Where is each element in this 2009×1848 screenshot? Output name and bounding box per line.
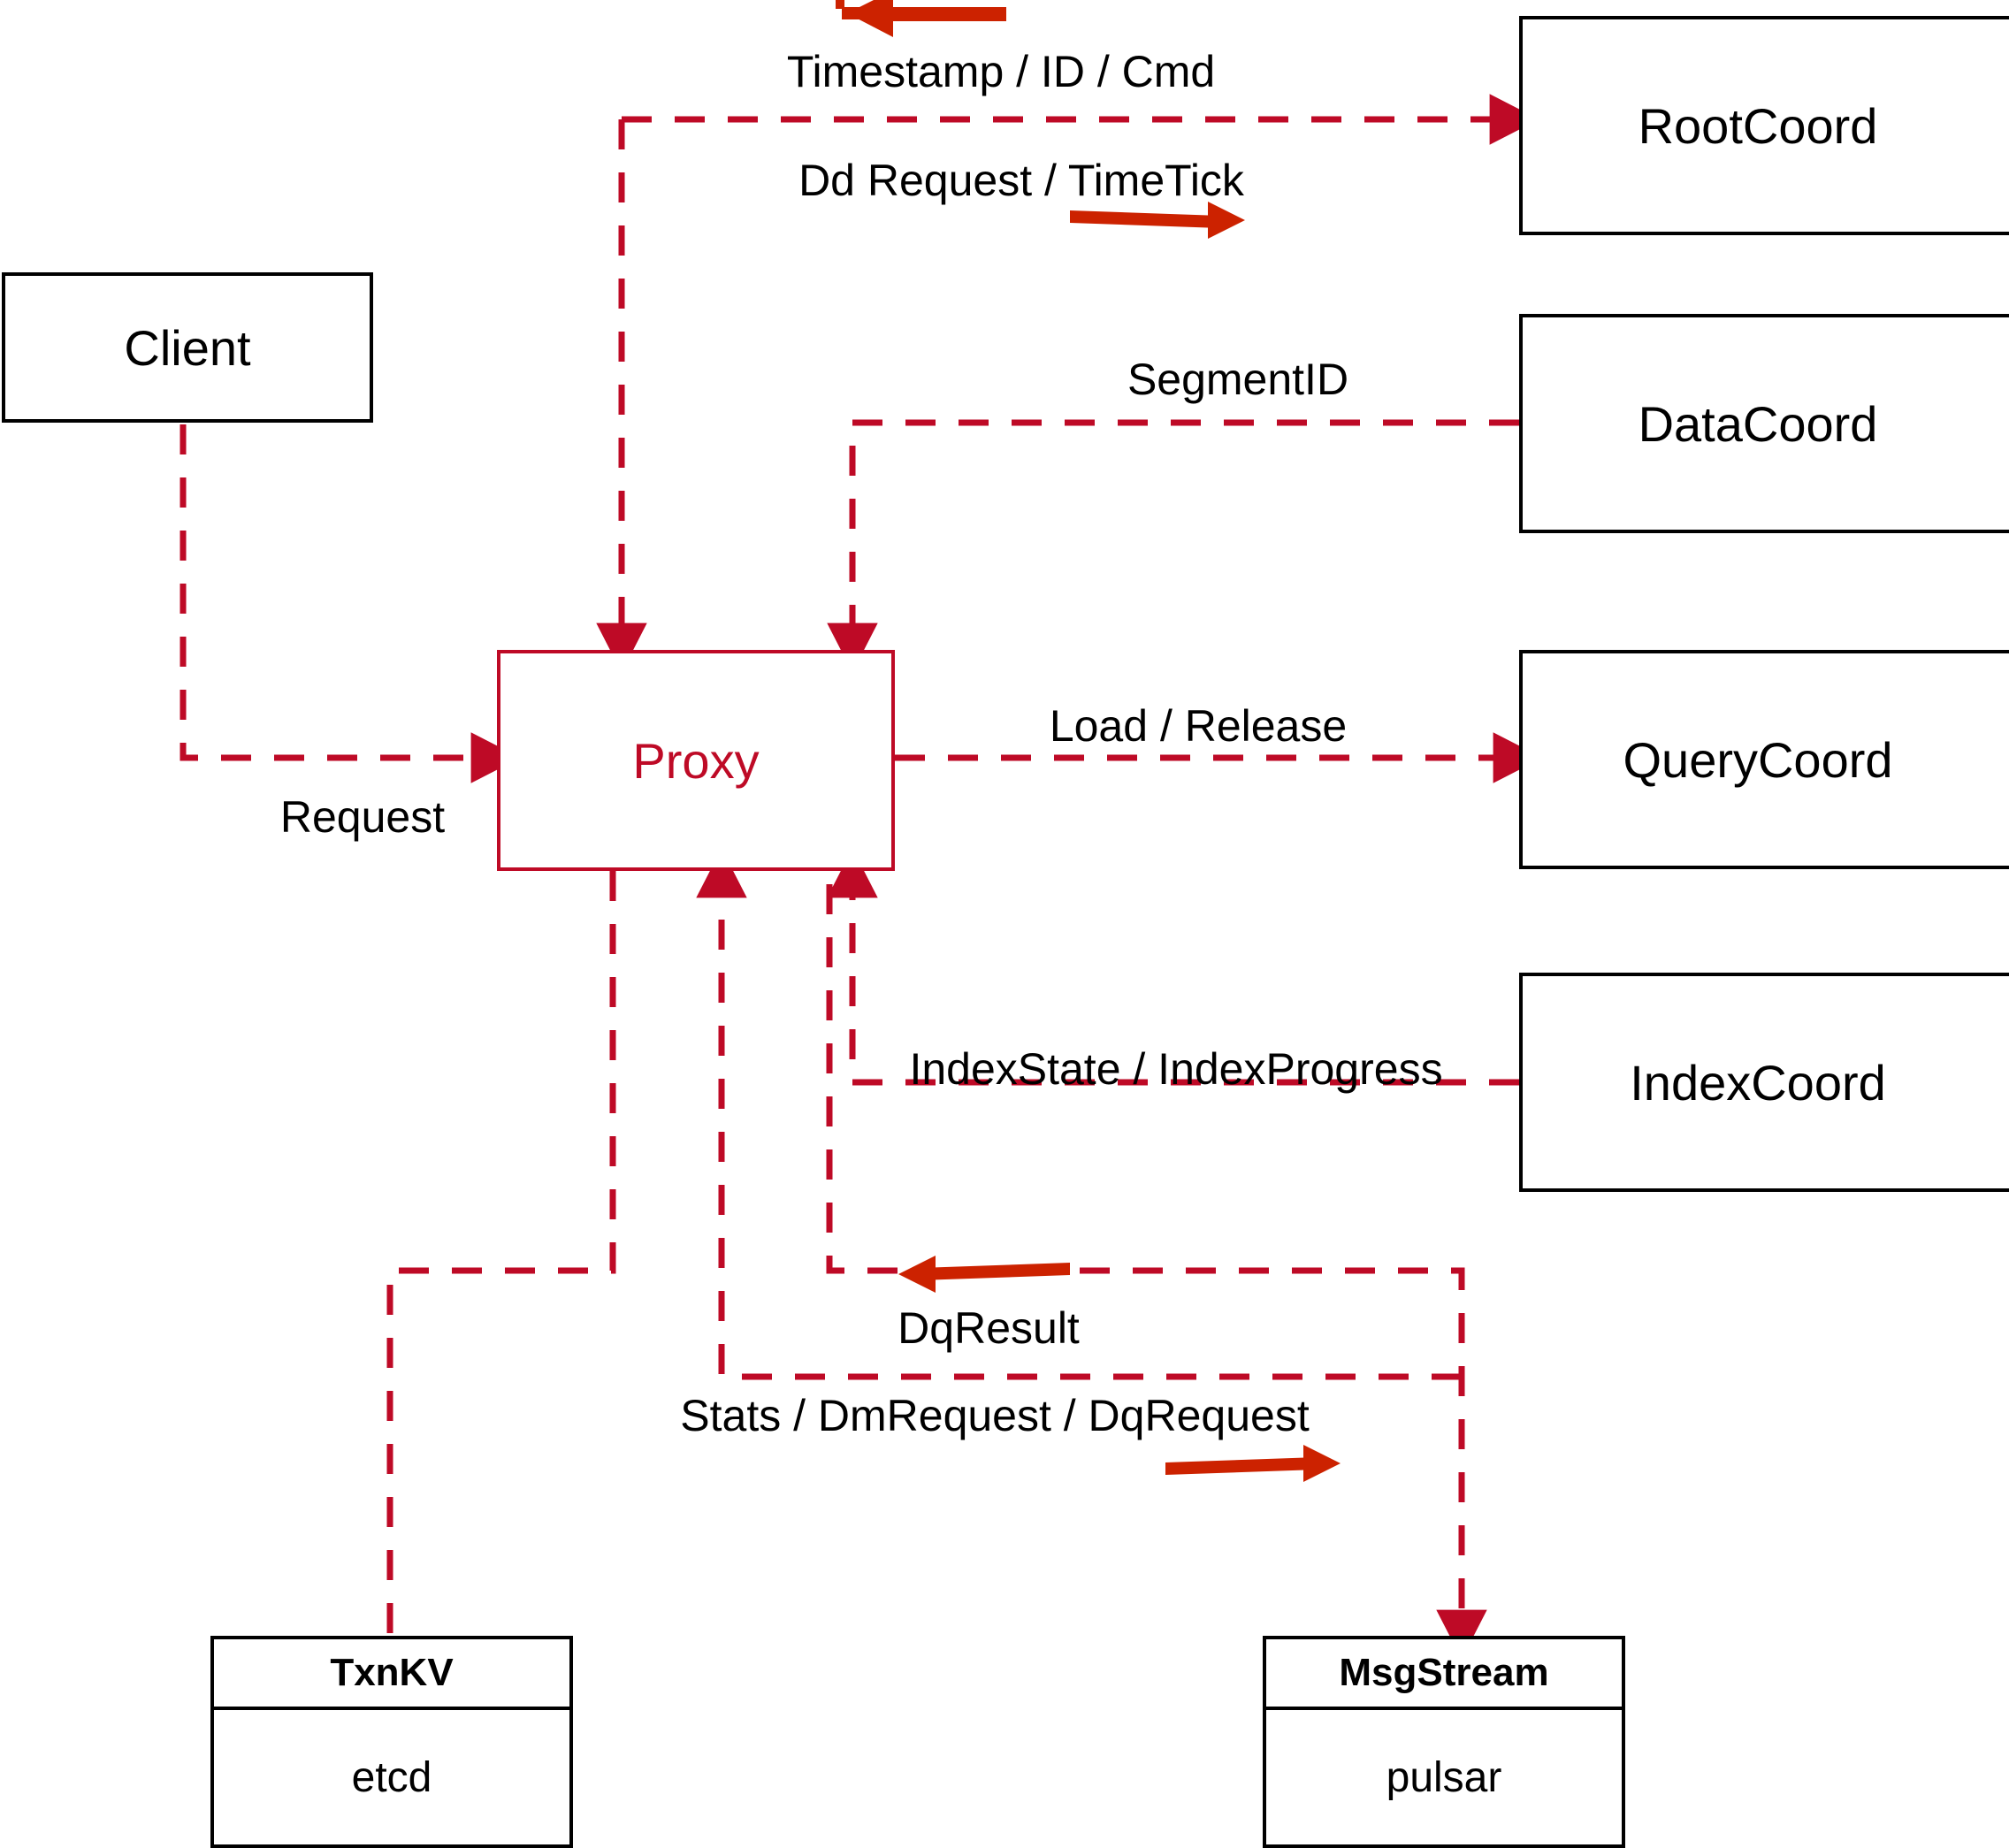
dd-request-timetick-arrow-icon [1070,202,1245,239]
node-msgstream-header: MsgStream [1266,1639,1622,1710]
node-datacoord-label: DataCoord [1638,395,1878,452]
timestamp-arrow-icon [849,0,1006,37]
dqresult-arrow-icon [898,1256,1070,1293]
edge-label-dqresult: DqResult [898,1303,1080,1353]
node-querycoord-label: QueryCoord [1623,731,1893,788]
edge-label-dd-request-timetick: Dd Request / TimeTick [798,156,1244,205]
node-txnkv-header: TxnKV [214,1639,569,1710]
node-rootcoord[interactable]: RootCoord [1519,16,2009,235]
edge-datacoord-to-proxy [827,419,1519,673]
node-proxy-label: Proxy [632,732,760,789]
node-msgstream[interactable]: MsgStream pulsar [1263,1636,1625,1848]
edge-label-timestamp-id-cmd: Timestamp / ID / Cmd [786,47,1216,96]
edge-indexcoord-to-proxy [827,848,1519,1086]
node-client-label: Client [124,319,251,376]
node-datacoord[interactable]: DataCoord [1519,314,2009,533]
node-txnkv[interactable]: TxnKV etcd [210,1636,573,1848]
node-txnkv-body: etcd [351,1753,432,1801]
node-indexcoord[interactable]: IndexCoord [1519,973,2009,1192]
node-querycoord[interactable]: QueryCoord [1519,650,2009,869]
edge-proxy-to-txnkv [386,871,616,1636]
stats-dmrequest-dqrequest-arrow-icon [1165,1445,1341,1482]
node-proxy[interactable]: Proxy [497,650,895,871]
edge-label-load-release: Load / Release [1049,701,1348,751]
edge-label-segmentid: SegmentID [1127,355,1349,404]
edge-client-to-proxy [180,424,521,783]
node-msgstream-body: pulsar [1386,1753,1502,1801]
edge-proxy-to-msgstream-stats [826,884,1487,1660]
edge-msgstream-to-proxy-dqresult [696,848,1462,1380]
node-indexcoord-label: IndexCoord [1630,1054,1886,1111]
edge-label-request: Request [279,792,446,842]
node-rootcoord-label: RootCoord [1638,97,1878,154]
edge-label-indexstate-indexprogress: IndexState / IndexProgress [909,1044,1443,1094]
node-client[interactable]: Client [2,272,373,423]
edge-label-stats-dmrequest-dqrequest: Stats / DmRequest / DqRequest [680,1391,1310,1440]
